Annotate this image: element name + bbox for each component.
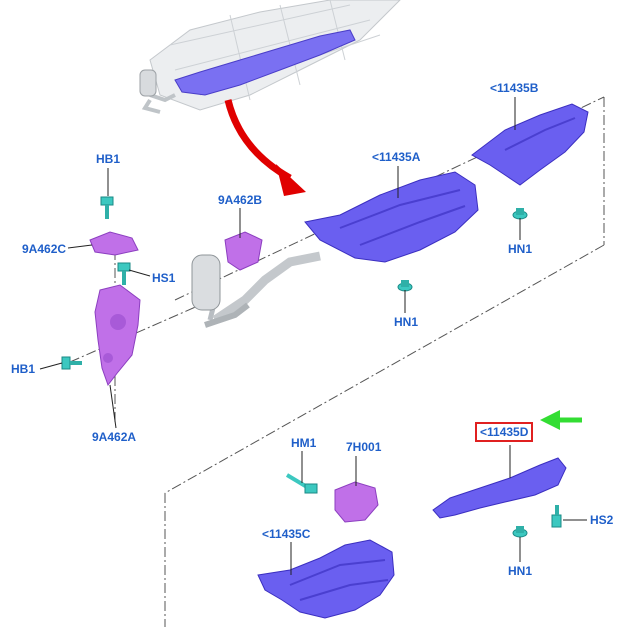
nut-hn1-center-icon (397, 280, 413, 292)
label-11435a: <11435A (372, 150, 421, 164)
leader-lines (39, 97, 587, 575)
bracket-9a462b-shape (224, 231, 263, 271)
overview-heat-shield (174, 29, 356, 96)
vehicle-underbody-overview (139, 0, 401, 114)
heat-shield-11435b-shape (471, 103, 589, 186)
label-hn1-center: HN1 (394, 315, 419, 329)
bracket-7h001-shape (334, 481, 379, 523)
label-11435b: <11435B (490, 81, 539, 95)
zoom-arrow-red (224, 99, 306, 196)
nut-hn1-right-icon (512, 208, 528, 220)
bracket-9a462c-shape (89, 231, 139, 256)
label-hm1: HM1 (291, 436, 317, 450)
heat-shield-11435d-shape (432, 457, 567, 519)
label-hb1-left: HB1 (11, 362, 36, 376)
catalyst-body (191, 254, 221, 311)
bolt-hb1-top-icon (100, 196, 114, 219)
label-hn1-bottom: HN1 (508, 564, 533, 578)
label-hs1: HS1 (152, 271, 176, 285)
label-hb1-top: HB1 (96, 152, 121, 166)
exhaust-pipe-mid (212, 251, 321, 324)
stud-hs1-icon (117, 262, 131, 285)
label-11435c: <11435C (262, 527, 311, 541)
label-7h001: 7H001 (346, 440, 382, 454)
bolt-hb1-left-icon (61, 356, 82, 370)
label-hs2: HS2 (590, 513, 614, 527)
left-bracket-assembly (61, 196, 141, 387)
label-11435d-highlighted: <11435D (474, 422, 534, 442)
callout-arrow-green (540, 410, 582, 430)
catalytic-converter-assembly (191, 231, 321, 328)
stud-hs2-icon (551, 505, 562, 528)
label-9a462c: 9A462C (22, 242, 67, 256)
label-9a462b: 9A462B (218, 193, 263, 207)
heat-shield-11435c-shape (257, 539, 395, 619)
overview-catalyst (139, 69, 157, 97)
heat-shield-11435a-shape (304, 171, 479, 263)
label-hn1-right: HN1 (508, 242, 533, 256)
nut-hn1-bottom-icon (512, 526, 528, 538)
stud-hm1-icon (285, 473, 318, 494)
label-9a462a: 9A462A (92, 430, 137, 444)
exhaust-pipe-flex (204, 302, 250, 328)
overview-exhaust-pipe (141, 93, 176, 114)
bracket-9a462a-shape (94, 284, 141, 387)
